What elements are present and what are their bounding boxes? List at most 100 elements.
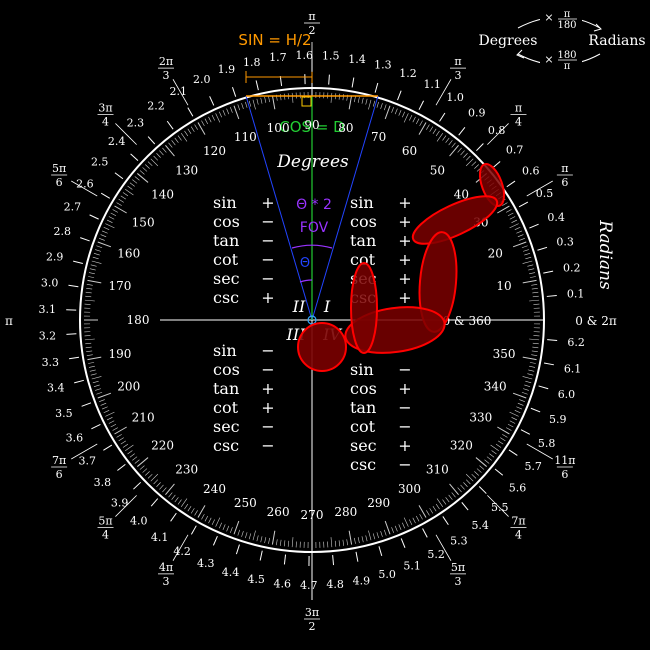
conversion-bottom-den: π — [564, 61, 571, 72]
radian-label: 0.8 — [488, 124, 506, 137]
function-name: cos — [213, 360, 240, 379]
degree-tick — [162, 487, 167, 493]
function-name: csc — [350, 455, 376, 474]
degree-tick — [528, 369, 535, 372]
degree-tick — [509, 420, 516, 424]
radian-tick — [378, 546, 383, 557]
degree-tick — [252, 530, 256, 541]
degree-tick — [218, 522, 222, 529]
degree-tick — [291, 537, 294, 548]
degree-tick — [435, 130, 440, 137]
function-name: cot — [213, 398, 239, 417]
conversion-widget: Degrees Radians × π 180 × 180 π — [479, 8, 646, 74]
quadrant-ii-label: II — [292, 297, 306, 316]
degree-tick — [442, 135, 447, 141]
degree-tick — [204, 118, 209, 125]
degree-tick — [222, 524, 226, 530]
degree-tick — [137, 457, 149, 467]
degree-tick — [86, 287, 93, 290]
degree-tick — [237, 529, 241, 536]
conversion-bottom-bg — [540, 48, 582, 74]
degree-tick — [184, 503, 189, 510]
radian-label: 2.0 — [193, 73, 211, 86]
degree-tick — [86, 350, 93, 353]
degree-tick — [451, 142, 456, 148]
red-annotation-overlay — [297, 163, 506, 372]
degree-tick — [233, 105, 240, 120]
function-name: cot — [213, 250, 239, 269]
radian-tick — [166, 120, 174, 130]
radian-label: 3.9 — [111, 496, 129, 509]
degree-tick — [465, 473, 474, 482]
degree-tick — [509, 411, 519, 417]
degree-tick — [132, 179, 138, 184]
radian-label: 5.6 — [509, 481, 527, 494]
degree-tick — [500, 437, 506, 442]
degree-tick — [150, 473, 159, 482]
radian-label: 1.0 — [446, 91, 464, 104]
degree-tick — [523, 249, 529, 252]
degree-tick — [528, 268, 535, 271]
function-name: cos — [350, 379, 377, 398]
radian-tick — [91, 423, 101, 430]
times-top: × — [544, 11, 553, 24]
radian-label: 0.6 — [522, 164, 540, 177]
degree-tick — [522, 279, 537, 284]
degree-tick — [384, 520, 391, 535]
sign-value: + — [398, 288, 411, 307]
degree-tick — [348, 95, 353, 110]
radian-tick — [400, 538, 406, 548]
degree-tick — [506, 209, 512, 213]
function-name: sin — [213, 193, 237, 212]
cos-label: COS = D — [279, 118, 344, 136]
degree-tick — [338, 540, 341, 547]
radian-tick — [461, 502, 469, 511]
pi-fraction-leader — [172, 79, 189, 106]
degree-tick — [415, 515, 420, 522]
radian-label: 5.4 — [471, 519, 489, 532]
degree-label: 60 — [402, 144, 417, 158]
degree-tick — [354, 537, 356, 544]
radian-tick — [114, 172, 124, 180]
degree-label: 50 — [430, 164, 445, 178]
function-name: csc — [213, 436, 239, 455]
pi-fraction-leader — [487, 495, 509, 517]
pi-fraction-denominator: 4 — [102, 528, 109, 541]
radian-label: 0.4 — [547, 211, 565, 224]
sign-value: − — [261, 212, 274, 231]
degree-tick — [365, 535, 368, 542]
degree-tick — [112, 209, 118, 213]
sign-value: + — [398, 436, 411, 455]
radian-label: 1.8 — [243, 56, 261, 69]
fov-right-line — [311, 95, 379, 321]
pi-fraction-label: π4 — [487, 102, 527, 145]
radian-tick — [259, 550, 263, 561]
degree-tick — [134, 176, 140, 181]
degree-tick — [142, 167, 148, 172]
pi-fraction-denominator: 4 — [515, 528, 522, 541]
radian-tick — [439, 112, 446, 122]
function-name: sin — [350, 360, 374, 379]
sign-value: − — [398, 360, 411, 379]
sign-value: − — [261, 417, 274, 436]
degree-tick — [517, 402, 524, 406]
degree-label: 170 — [109, 279, 132, 293]
degree-tick — [86, 284, 93, 286]
degree-tick — [147, 473, 153, 479]
degree-tick — [495, 443, 502, 448]
function-name: tan — [213, 231, 239, 250]
degree-tick — [197, 122, 206, 135]
degree-tick — [256, 98, 259, 105]
degree-tick — [491, 450, 497, 455]
theta-label: Θ — [300, 256, 310, 271]
pi-fraction-label: 3π2 — [304, 568, 320, 633]
pi-fraction-denominator: 4 — [515, 116, 522, 129]
pi-fraction-leader — [526, 443, 553, 460]
quadrant-i-label: I — [323, 297, 331, 316]
radian-tick — [506, 180, 516, 188]
radian-label: 0.1 — [567, 288, 585, 301]
degree-label: 350 — [493, 347, 516, 361]
degree-tick — [529, 299, 540, 302]
degree-tick — [532, 291, 539, 294]
